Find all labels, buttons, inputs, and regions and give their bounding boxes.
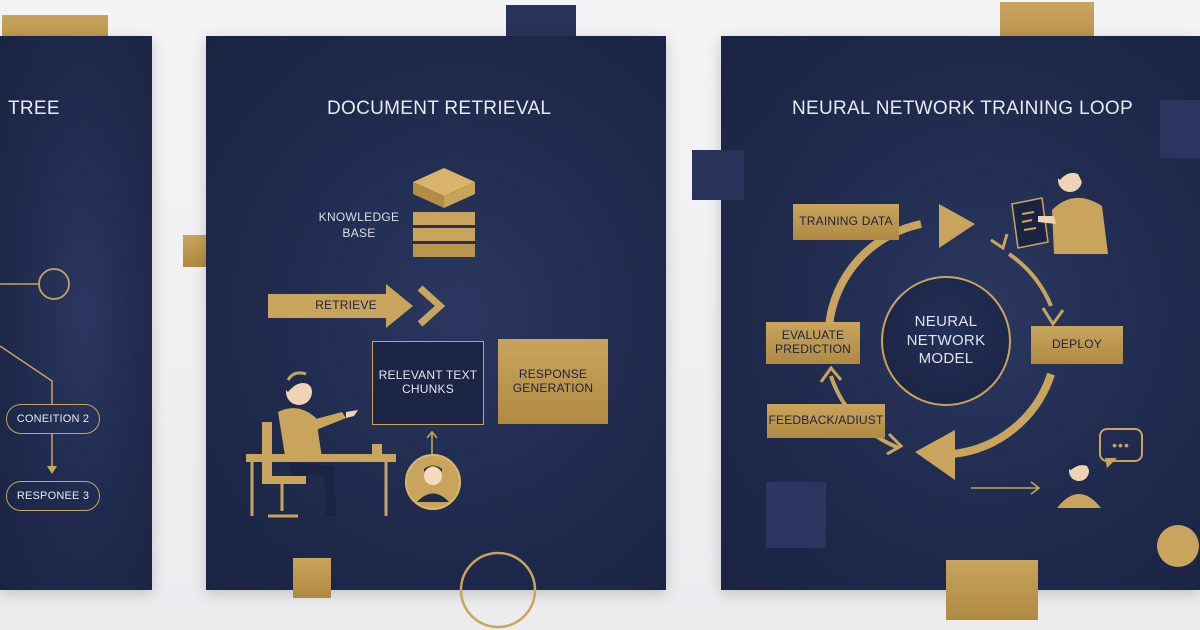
decor-square-navy [692,150,744,200]
user-person-icon [1057,458,1101,508]
chat-bubble-dots: ••• [1112,436,1130,453]
decor-square-gold [946,560,1038,620]
chat-bubble-icon: ••• [1099,428,1143,462]
decor-square-gold [293,558,331,598]
training-data-box: TRAINING DATA [793,204,899,240]
person-with-tablet-icon [1011,165,1108,254]
condition-node: CONEITION 2 [6,404,100,434]
decor-ring [459,551,537,629]
relevant-chunks-box: RELEVANT TEXT CHUNKS [372,341,484,425]
panel-title: DOCUMENT RETRIEVAL [327,98,552,119]
user-avatar-icon [405,454,461,510]
feedback-adjust-box: FEEDBACK/ADIUST [767,404,885,438]
decision-tree-panel: TREE CONEITION 2 RESPONEE 3 [0,36,152,590]
deploy-label: DEPLOY [1052,337,1102,352]
response-label: RESPONEE 3 [16,490,90,502]
document-retrieval-panel: DOCUMENT RETRIEVAL KNOWLEDGE BASE RETRIE… [206,36,666,590]
neural-network-model-node: NEURAL NETWORK MODEL [881,276,1011,406]
decor-gold-dot [1157,525,1199,567]
evaluate-prediction-label: EVALUATE PREDICTION [774,328,851,356]
response-generation-box: RESPONSE GENERATION [498,339,608,424]
decor-square-navy [1160,100,1200,158]
chat-bubble-tail [1105,458,1117,468]
retrieve-label: RETRIEVE [315,298,377,313]
database-stack-icon [413,168,475,257]
response-node: RESPONEE 3 [6,481,100,511]
tree-connectors [0,268,70,474]
knowledge-base-label: KNOWLEDGE BASE [318,210,400,240]
panel-title: TREE [8,98,60,119]
panel-title: NEURAL NETWORK TRAINING LOOP [792,98,1133,119]
response-generation-label: RESPONSE GENERATION [512,366,594,395]
condition-label: CONEITION 2 [16,413,90,425]
person-at-desk-icon [246,371,396,518]
relevant-chunks-label: RELEVANT TEXT CHUNKS [378,368,478,396]
evaluate-prediction-box: EVALUATE PREDICTION [766,322,860,364]
deploy-box: DEPLOY [1031,326,1123,364]
retrieve-arrow-icon [268,284,446,328]
neural-model-label: NEURAL NETWORK MODEL [906,312,986,368]
feedback-label: FEEDBACK/ADIUST [768,413,884,428]
decor-square-navy [766,482,826,548]
training-data-label: TRAINING DATA [799,214,893,229]
training-loop-panel: NEURAL NETWORK TRAINING LOOP NEURAL NETW… [721,36,1200,590]
